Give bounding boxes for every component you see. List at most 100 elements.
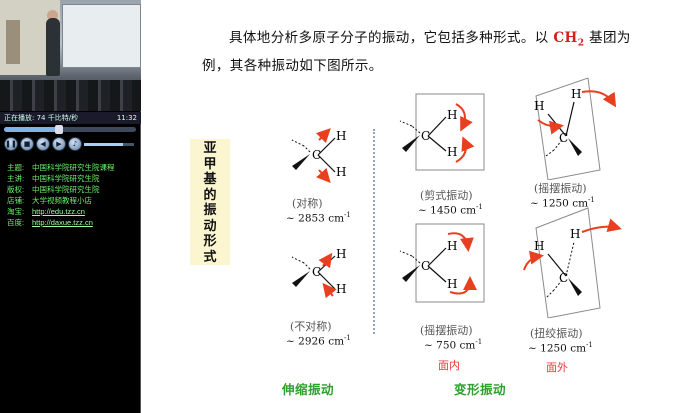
video-door [6,20,20,64]
previous-button[interactable]: ◀ [36,137,50,151]
hydrogen-atom-label: H [336,129,346,143]
vertical-label-char: 振 [203,203,217,218]
caption-asym-stretch: (不对称) [290,320,332,333]
mode-diagram-twist: C H H [523,207,622,318]
info-value: 中国科学院研究生院 [32,174,100,183]
next-button[interactable]: ▶ [52,137,66,151]
playback-status-bar: 正在播放: 74 千比特/秒 11:32 [0,112,141,124]
vertical-label-char: 动 [203,218,217,234]
vertical-label-char: 式 [203,249,217,265]
section-stretch-label: 伸缩振动 [282,382,335,397]
info-row: 淘宝: http://edu.tzz.cn [7,206,141,217]
mode-diagram-sym-stretch: C H H [291,128,346,183]
caption-wag: (摇摆振动) [534,182,587,195]
info-key: 店铺: [7,196,25,205]
mode-diagram-wag: C H H [534,77,617,180]
info-row: 主题:中国科学院研究生院课程 [7,162,141,173]
caption-rock: (摇摆振动) [420,324,473,337]
carbon-atom-label: C [421,129,430,143]
caption-scissor: (剪式振动) [420,189,473,202]
seek-bar-fill [4,127,60,132]
video-player-panel: 正在播放: 74 千比特/秒 11:32 ❚❚ ■ ◀ ▶ ♪ 主题:中国科学院… [0,0,141,413]
freq-asym-stretch-value: ~ 2926 cm [286,335,345,348]
stop-button[interactable]: ■ [20,137,34,151]
mode-diagram-scissor: C H H [399,93,485,171]
vertical-label-char: 的 [203,187,217,203]
mode-diagram-rock: C H H [399,223,485,303]
info-value: 大学视频教程小店 [32,196,92,205]
hydrogen-atom-label: H [447,277,457,291]
video-frame[interactable] [0,0,141,111]
freq-sym-stretch: ~ 2853 cm-1 [286,211,351,225]
freq-wag: ~ 1250 cm-1 [530,196,595,210]
hydrogen-atom-label: H [571,87,581,101]
freq-scissor-value: ~ 1450 cm [418,204,477,217]
intro-line-1-tail: 基团为 [589,30,631,46]
info-link[interactable]: http://edu.tzz.cn [32,207,85,216]
mute-button[interactable]: ♪ [68,137,82,151]
freq-wag-unit-exp: -1 [588,196,595,204]
video-lecturer [46,18,60,76]
carbon-atom-label: C [312,265,321,279]
info-key: 主讲: [7,174,25,183]
hydrogen-atom-label: H [447,108,457,122]
mode-diagram-asym-stretch: C H H [291,248,346,299]
freq-rock-value: ~ 750 cm [424,339,476,352]
section-bend-label: 变形振动 [454,382,507,397]
pause-button[interactable]: ❚❚ [4,137,18,151]
freq-sym-stretch-unit-exp: -1 [344,211,351,219]
vertical-label-char: 基 [203,172,217,187]
volume-slider[interactable] [84,143,134,146]
info-key: 淘宝: [7,207,25,216]
seek-bar[interactable] [4,125,136,134]
video-audience [0,80,141,111]
freq-scissor-unit-exp: -1 [476,203,483,211]
carbon-atom-label: C [421,259,430,273]
freq-wag-value: ~ 1250 cm [530,197,589,210]
freq-twist: ~ 1250 cm-1 [528,341,593,355]
hydrogen-atom-label: H [534,239,544,253]
freq-rock: ~ 750 cm-1 [424,338,482,352]
hydrogen-atom-label: H [570,227,580,241]
hydrogen-atom-label: H [336,165,346,179]
video-blackboard [62,4,141,68]
seek-bar-thumb[interactable] [55,125,64,134]
slide-intro-text: 具体地分析多原子分子的振动，它包括多种形式。以 CH2 基团为 例，其各种振动如… [202,27,672,77]
intro-line-1: 具体地分析多原子分子的振动，它包括多种形式。以 [229,30,549,46]
out-of-plane-tag: 面外 [546,361,568,374]
freq-twist-unit-exp: -1 [586,341,593,349]
vertical-label-char: 形 [203,234,217,249]
ch2-main: CH [553,30,578,46]
intro-line-2: 例，其各种振动如下图所示。 [202,57,383,74]
info-row: 店铺: 大学视频教程小店 [7,195,141,206]
playback-controls: ❚❚ ■ ◀ ▶ ♪ [4,137,137,153]
freq-rock-unit-exp: -1 [475,338,483,346]
freq-asym-stretch-unit-exp: -1 [344,334,351,342]
carbon-atom-label: C [559,271,568,285]
info-row: 版权: 中国科学院研究生院 [7,184,141,195]
hydrogen-atom-label: H [534,99,544,113]
vertical-label-char: 甲 [203,156,217,172]
info-value: 中国科学院研究生院课程 [32,163,115,172]
hydrogen-atom-label: H [336,282,346,296]
freq-sym-stretch-value: ~ 2853 cm [286,212,345,225]
info-row: 主讲: 中国科学院研究生院 [7,173,141,184]
freq-twist-value: ~ 1250 cm [528,342,587,355]
carbon-atom-label: C [559,131,568,145]
info-row: 百度:http://daxue.tzz.cn [7,217,141,228]
info-value: 中国科学院研究生院 [32,185,100,194]
course-info-list: 主题:中国科学院研究生院课程主讲:中国科学院研究生院版权:中国科学院研究生院店铺… [0,162,141,228]
lecture-slide: 具体地分析多原子分子的振动，它包括多种形式。以 CH2 基团为 例，其各种振动如… [142,0,690,413]
ch2-subscript: 2 [577,38,585,49]
playback-time: 11:32 [116,114,137,122]
in-plane-tag: 面内 [438,359,460,372]
carbon-atom-label: C [312,148,321,162]
hydrogen-atom-label: H [336,248,346,261]
vertical-label-char: 亚 [203,141,217,156]
info-key: 版权: [7,185,25,194]
section-divider [373,129,375,334]
video-lecturer-head [47,10,58,21]
ch2-formula: CH2 [553,30,585,49]
info-link[interactable]: http://daxue.tzz.cn [32,218,93,227]
caption-twist: (扭绞振动) [530,327,583,340]
